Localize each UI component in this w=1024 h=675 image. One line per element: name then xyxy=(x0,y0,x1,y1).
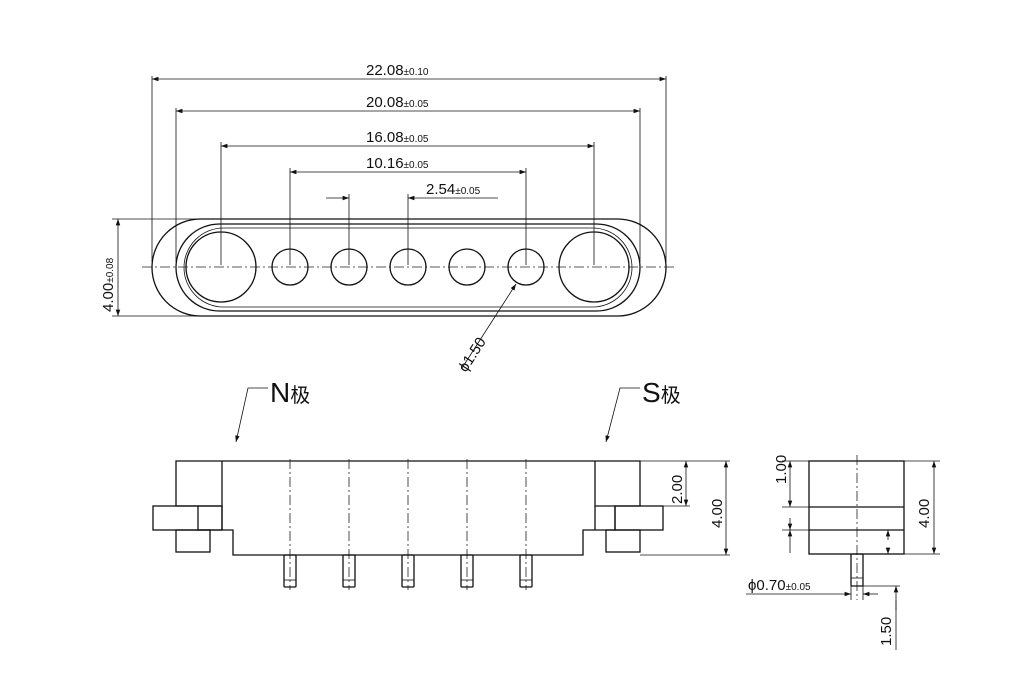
pin-5 xyxy=(519,554,533,588)
n-pole-leader xyxy=(235,387,268,443)
dim-large-holes: 16.08±0.05 xyxy=(366,129,429,146)
leader-hole-dia xyxy=(461,283,517,369)
dim-side-top: 1.00 xyxy=(773,455,790,484)
top-view: 22.08±0.10 20.08±0.05 16.08±0.05 10.16±0… xyxy=(100,62,676,375)
dim-pin-span: 10.16±0.05 xyxy=(366,155,429,172)
s-pole-leader xyxy=(605,387,640,443)
dim-pitch: 2.54±0.05 xyxy=(426,181,481,198)
s-pole-label: S极 xyxy=(642,377,681,408)
left-tab-lower xyxy=(175,529,211,553)
dim-overall: 22.08±0.10 xyxy=(366,62,429,79)
side-pin xyxy=(850,553,864,587)
front-view: N极 S极 2.00 4.00 xyxy=(152,377,730,590)
n-pole-label: N极 xyxy=(270,377,310,408)
pin-hole-4 xyxy=(448,248,486,286)
pin-1 xyxy=(283,554,297,588)
pin-4 xyxy=(460,554,474,588)
pin-2 xyxy=(342,554,356,588)
side-view: 1.00 4.00 ϕ0.70±0.05 1.50 xyxy=(746,455,940,650)
right-tab-lower xyxy=(605,529,641,553)
dim-height: 4.00±0.08 xyxy=(100,257,117,312)
dim-hole-dia: ϕ1.50 xyxy=(455,334,490,375)
dim-side-total: 4.00 xyxy=(916,499,933,528)
dim-pin-len: 1.50 xyxy=(878,617,895,646)
dim-outer-holes: 20.08±0.05 xyxy=(366,94,429,111)
left-tab-upper xyxy=(152,505,223,531)
right-tab-upper xyxy=(614,505,664,531)
outer-body xyxy=(151,218,667,317)
pin-3 xyxy=(401,554,415,588)
dim-front-total: 4.00 xyxy=(709,499,726,528)
dim-pin-dia: ϕ0.70±0.05 xyxy=(748,577,811,594)
dim-front-upper: 2.00 xyxy=(669,475,686,504)
